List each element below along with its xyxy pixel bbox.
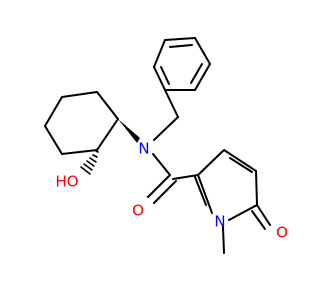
wedge-bond bbox=[118, 119, 140, 143]
hashed-bond bbox=[80, 150, 99, 175]
pyridone-ring bbox=[194, 149, 271, 254]
structure-canvas: N HO O N O bbox=[0, 0, 300, 300]
amide-bonds bbox=[147, 153, 199, 204]
carbonyl-oxygen-label: O bbox=[132, 202, 144, 220]
molecule-structure: N HO O N O bbox=[0, 0, 300, 300]
background bbox=[0, 0, 300, 300]
cyclohexane-ring bbox=[44, 91, 119, 155]
hydroxyl-oxygen-label: HO bbox=[55, 173, 78, 191]
ring-nitrogen-label: N bbox=[214, 213, 225, 231]
amide-nitrogen-label: N bbox=[138, 140, 149, 158]
phenyl-ring bbox=[153, 37, 211, 91]
benzyl-ch2 bbox=[153, 89, 179, 141]
pyridone-oxygen-label: O bbox=[276, 224, 288, 242]
